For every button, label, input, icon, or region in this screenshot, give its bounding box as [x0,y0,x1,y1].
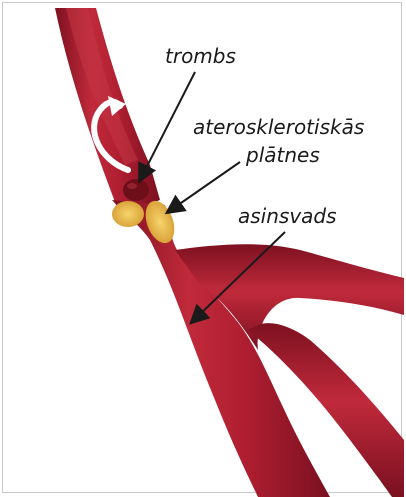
pointer-plaques [168,162,240,212]
label-vessel: asinsvads [238,206,337,226]
label-plaques-line1: aterosklerotiskās [193,117,364,137]
plaque-left [112,201,144,227]
label-plaques-line2: plātnes [246,145,320,165]
label-thrombus: trombs [165,46,236,66]
thrombus [123,179,149,201]
pointer-thrombus [140,72,195,180]
